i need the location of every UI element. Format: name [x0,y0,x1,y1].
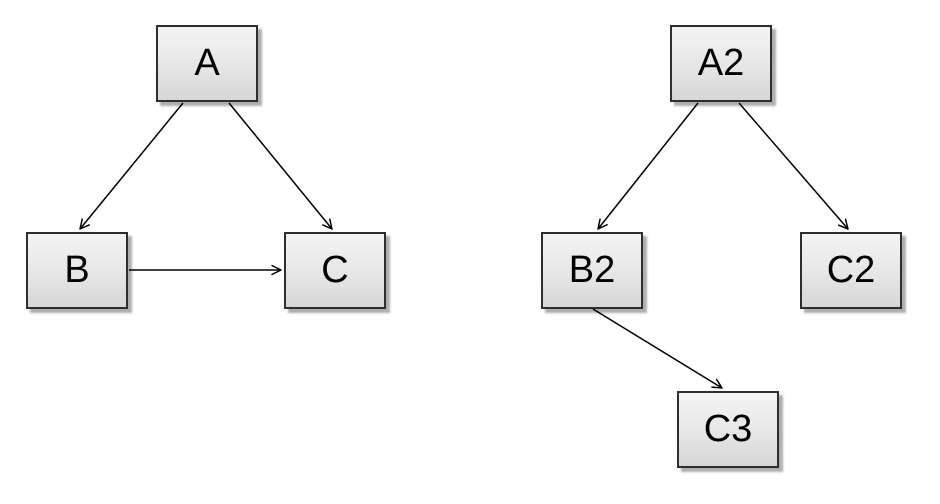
node-c3: C3 [677,391,779,468]
node-c2: C2 [800,232,902,309]
node-b2: B2 [541,232,643,309]
edge-b2-c3 [592,308,723,389]
edge-a-c [228,102,333,230]
node-a: A [156,25,258,102]
edge-a2-c2 [738,102,849,230]
edge-a2-b2 [597,102,699,230]
node-b: B [26,232,128,309]
node-a2: A2 [670,25,772,102]
node-c: C [284,232,386,309]
edge-a-b [79,102,184,230]
